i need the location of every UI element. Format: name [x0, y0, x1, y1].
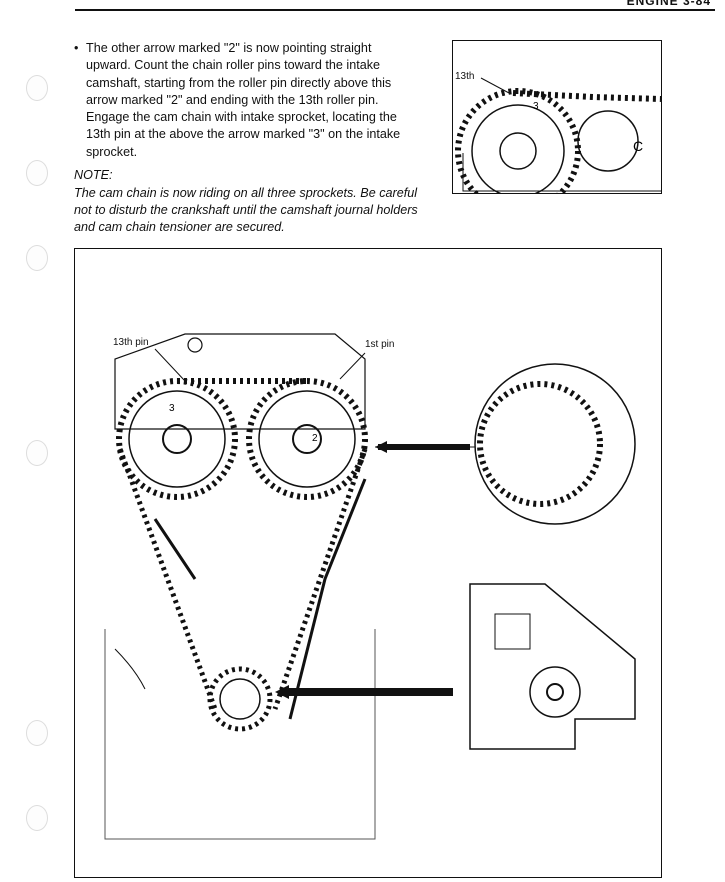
- sprocket-illustration: 3 C: [455, 77, 661, 193]
- header-rule: [75, 9, 715, 11]
- punch-hole: [26, 440, 48, 466]
- mark-3: 3: [169, 403, 175, 414]
- note-heading: NOTE:: [74, 168, 113, 182]
- punch-hole: [26, 160, 48, 186]
- page-header: ENGINE 3-84: [626, 0, 711, 8]
- label-13th-pin: 13th pin: [113, 337, 149, 348]
- instruction-block: The other arrow marked "2" is now pointi…: [74, 40, 419, 161]
- main-figure: 13th pin 1st pin: [74, 248, 662, 878]
- label-1st-pin: 1st pin: [365, 339, 395, 350]
- note-body: The cam chain is now riding on all three…: [74, 186, 418, 235]
- svg-text:C: C: [633, 138, 643, 154]
- label-13th: 13th: [455, 71, 475, 82]
- punch-hole: [26, 245, 48, 271]
- cam-chain-illustration: 3 2: [104, 333, 636, 840]
- mark-3: 3: [533, 101, 539, 112]
- small-figure: 13th 3 C: [452, 40, 662, 194]
- instruction-bullet: The other arrow marked "2" is now pointi…: [86, 40, 419, 161]
- punch-hole: [26, 805, 48, 831]
- punch-hole: [26, 720, 48, 746]
- punch-hole: [26, 75, 48, 101]
- mark-2: 2: [312, 433, 318, 444]
